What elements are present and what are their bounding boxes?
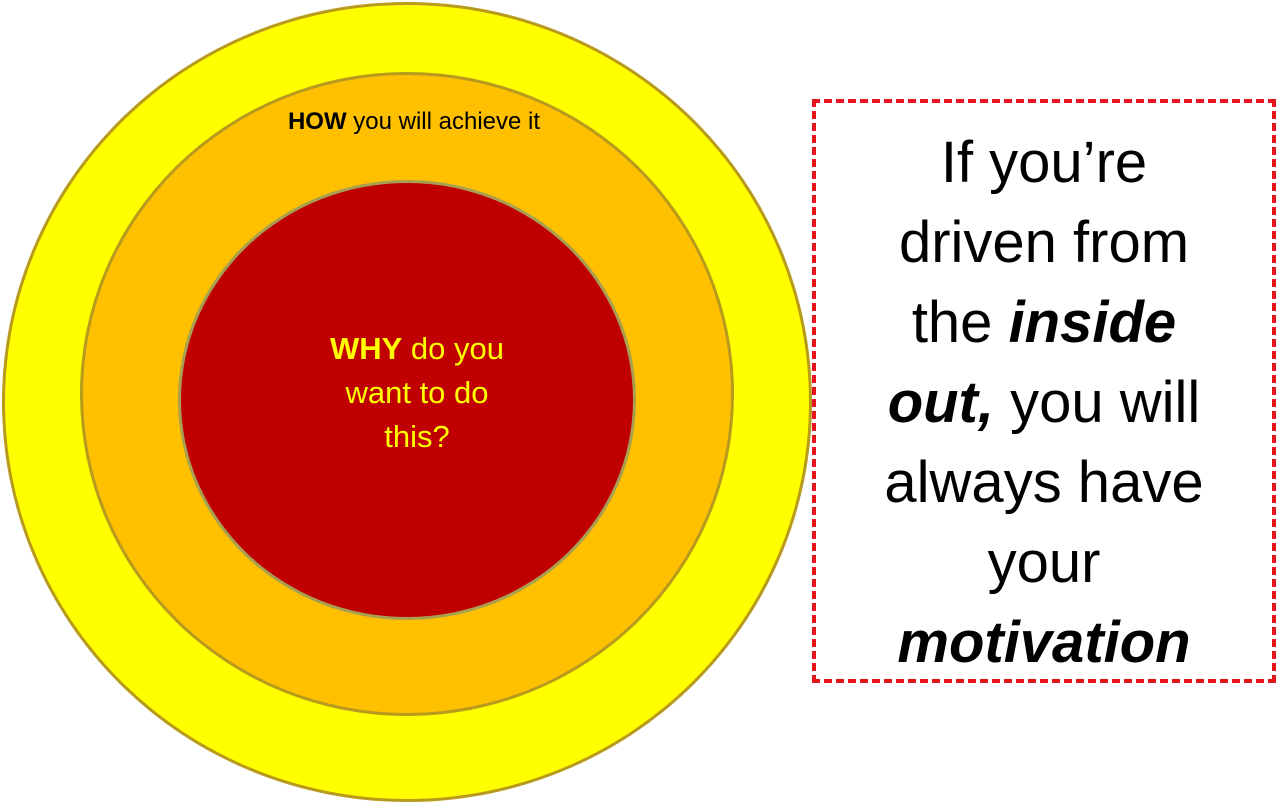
why-label: WHY do you want to do this? <box>288 327 546 459</box>
message-line-1: If you’re <box>940 130 1148 195</box>
message-text: If you’re driven from the inside out, yo… <box>816 123 1272 683</box>
how-keyword: HOW <box>287 108 347 135</box>
inner-circle <box>178 180 636 620</box>
message-emphasis-out: out, <box>887 370 994 435</box>
message-emphasis-inside: inside <box>1008 290 1177 355</box>
how-text: you will achieve it <box>346 108 541 135</box>
why-text-line3: this? <box>384 419 450 454</box>
message-line-5: always have <box>884 450 1204 515</box>
message-line-6: your <box>987 530 1101 595</box>
message-line-2: driven from <box>898 210 1190 275</box>
why-text-line1: do you <box>402 331 505 366</box>
how-label: HOW you will achieve it <box>0 107 828 137</box>
message-emphasis-motivation: motivation <box>897 610 1191 675</box>
why-keyword: WHY <box>329 331 403 366</box>
why-text-line2: want to do <box>345 375 489 410</box>
message-box: If you’re driven from the inside out, yo… <box>812 99 1276 683</box>
message-line-3a: the <box>911 290 1009 355</box>
message-line-4b: you will <box>994 370 1201 435</box>
